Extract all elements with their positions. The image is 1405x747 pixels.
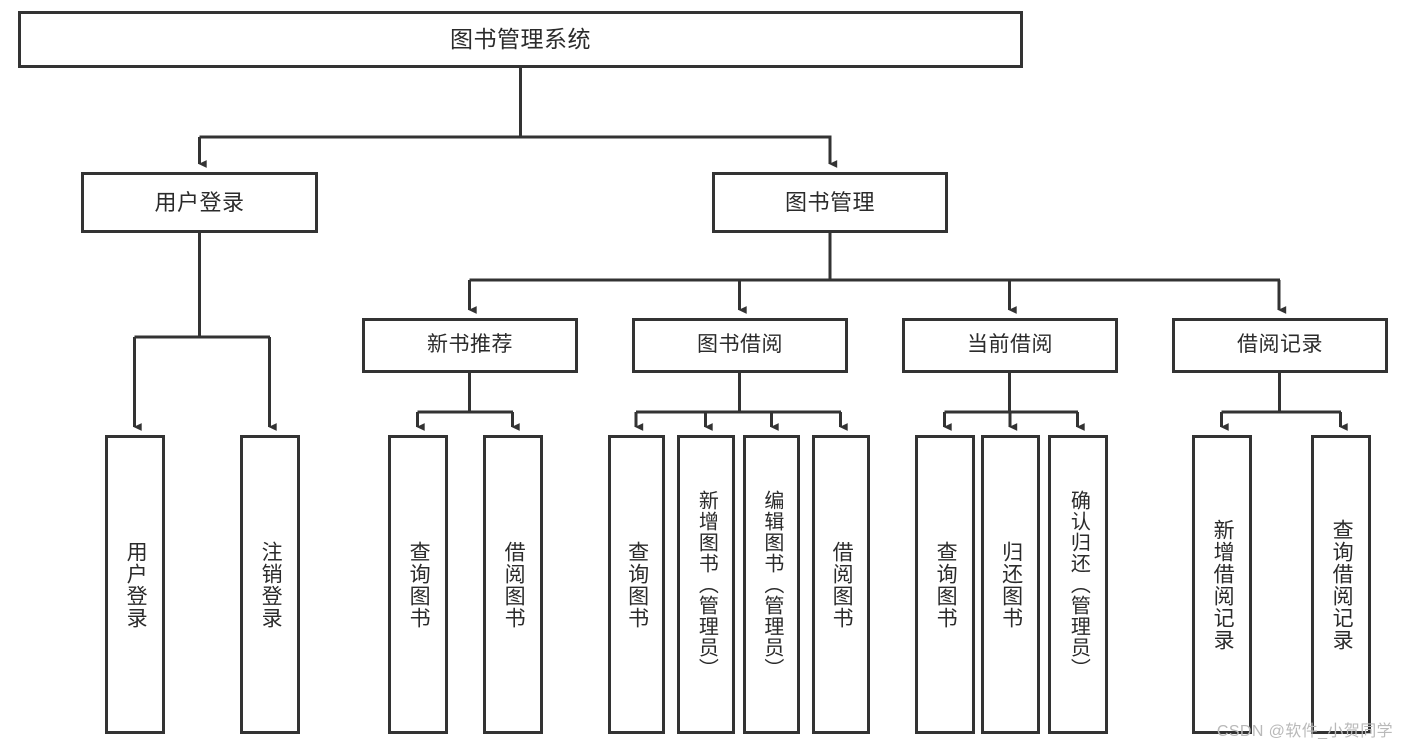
node-user-login[interactable]: 用户登录 — [81, 172, 318, 233]
node-current-borrowing[interactable]: 当前借阅 — [902, 318, 1118, 373]
node-label: 查询图书 — [625, 540, 649, 629]
node-book-management[interactable]: 图书管理 — [712, 172, 948, 233]
node-label: 图书管理系统 — [450, 25, 591, 52]
leaf-add-borrow-record[interactable]: 新增借阅记录 — [1192, 435, 1252, 734]
node-label: 编辑图书（管理员） — [760, 490, 783, 679]
csdn-watermark: CSDN @软件_小贺同学 — [1216, 723, 1393, 740]
node-book-borrowing[interactable]: 图书借阅 — [632, 318, 848, 373]
leaf-query-books-recommend[interactable]: 查询图书 — [388, 435, 448, 734]
node-label: 图书管理 — [784, 189, 875, 215]
node-label: 用户登录 — [124, 540, 148, 629]
leaf-query-borrow-record[interactable]: 查询借阅记录 — [1311, 435, 1371, 734]
node-label: 查询借阅记录 — [1330, 518, 1354, 651]
node-label: 借阅记录 — [1237, 333, 1323, 357]
node-label: 确认归还（管理员） — [1067, 490, 1090, 679]
node-label: 查询图书 — [934, 540, 958, 629]
node-label: 借阅图书 — [830, 540, 854, 629]
node-label: 图书借阅 — [697, 333, 783, 357]
leaf-borrow-books[interactable]: 借阅图书 — [812, 435, 870, 734]
node-root-book-management-system[interactable]: 图书管理系统 — [18, 11, 1023, 68]
node-label: 新增借阅记录 — [1211, 518, 1235, 651]
leaf-borrow-books-recommend[interactable]: 借阅图书 — [483, 435, 543, 734]
node-label: 借阅图书 — [502, 540, 526, 629]
node-label: 新增图书（管理员） — [695, 490, 718, 679]
leaf-logout[interactable]: 注销登录 — [240, 435, 300, 734]
leaf-user-login[interactable]: 用户登录 — [105, 435, 165, 734]
node-label: 查询图书 — [407, 540, 431, 629]
leaf-query-books-current[interactable]: 查询图书 — [915, 435, 975, 734]
leaf-edit-book-admin[interactable]: 编辑图书（管理员） — [743, 435, 800, 734]
node-label: 归还图书 — [999, 540, 1023, 629]
node-new-book-recommendation[interactable]: 新书推荐 — [362, 318, 578, 373]
leaf-return-books[interactable]: 归还图书 — [981, 435, 1040, 734]
node-label: 注销登录 — [259, 540, 283, 629]
node-label: 当前借阅 — [967, 333, 1053, 357]
leaf-query-books-borrowing[interactable]: 查询图书 — [608, 435, 665, 734]
node-borrowing-records[interactable]: 借阅记录 — [1172, 318, 1388, 373]
node-label: 用户登录 — [154, 189, 245, 215]
node-label: 新书推荐 — [427, 333, 513, 357]
leaf-confirm-return-admin[interactable]: 确认归还（管理员） — [1048, 435, 1108, 734]
leaf-add-book-admin[interactable]: 新增图书（管理员） — [677, 435, 735, 734]
